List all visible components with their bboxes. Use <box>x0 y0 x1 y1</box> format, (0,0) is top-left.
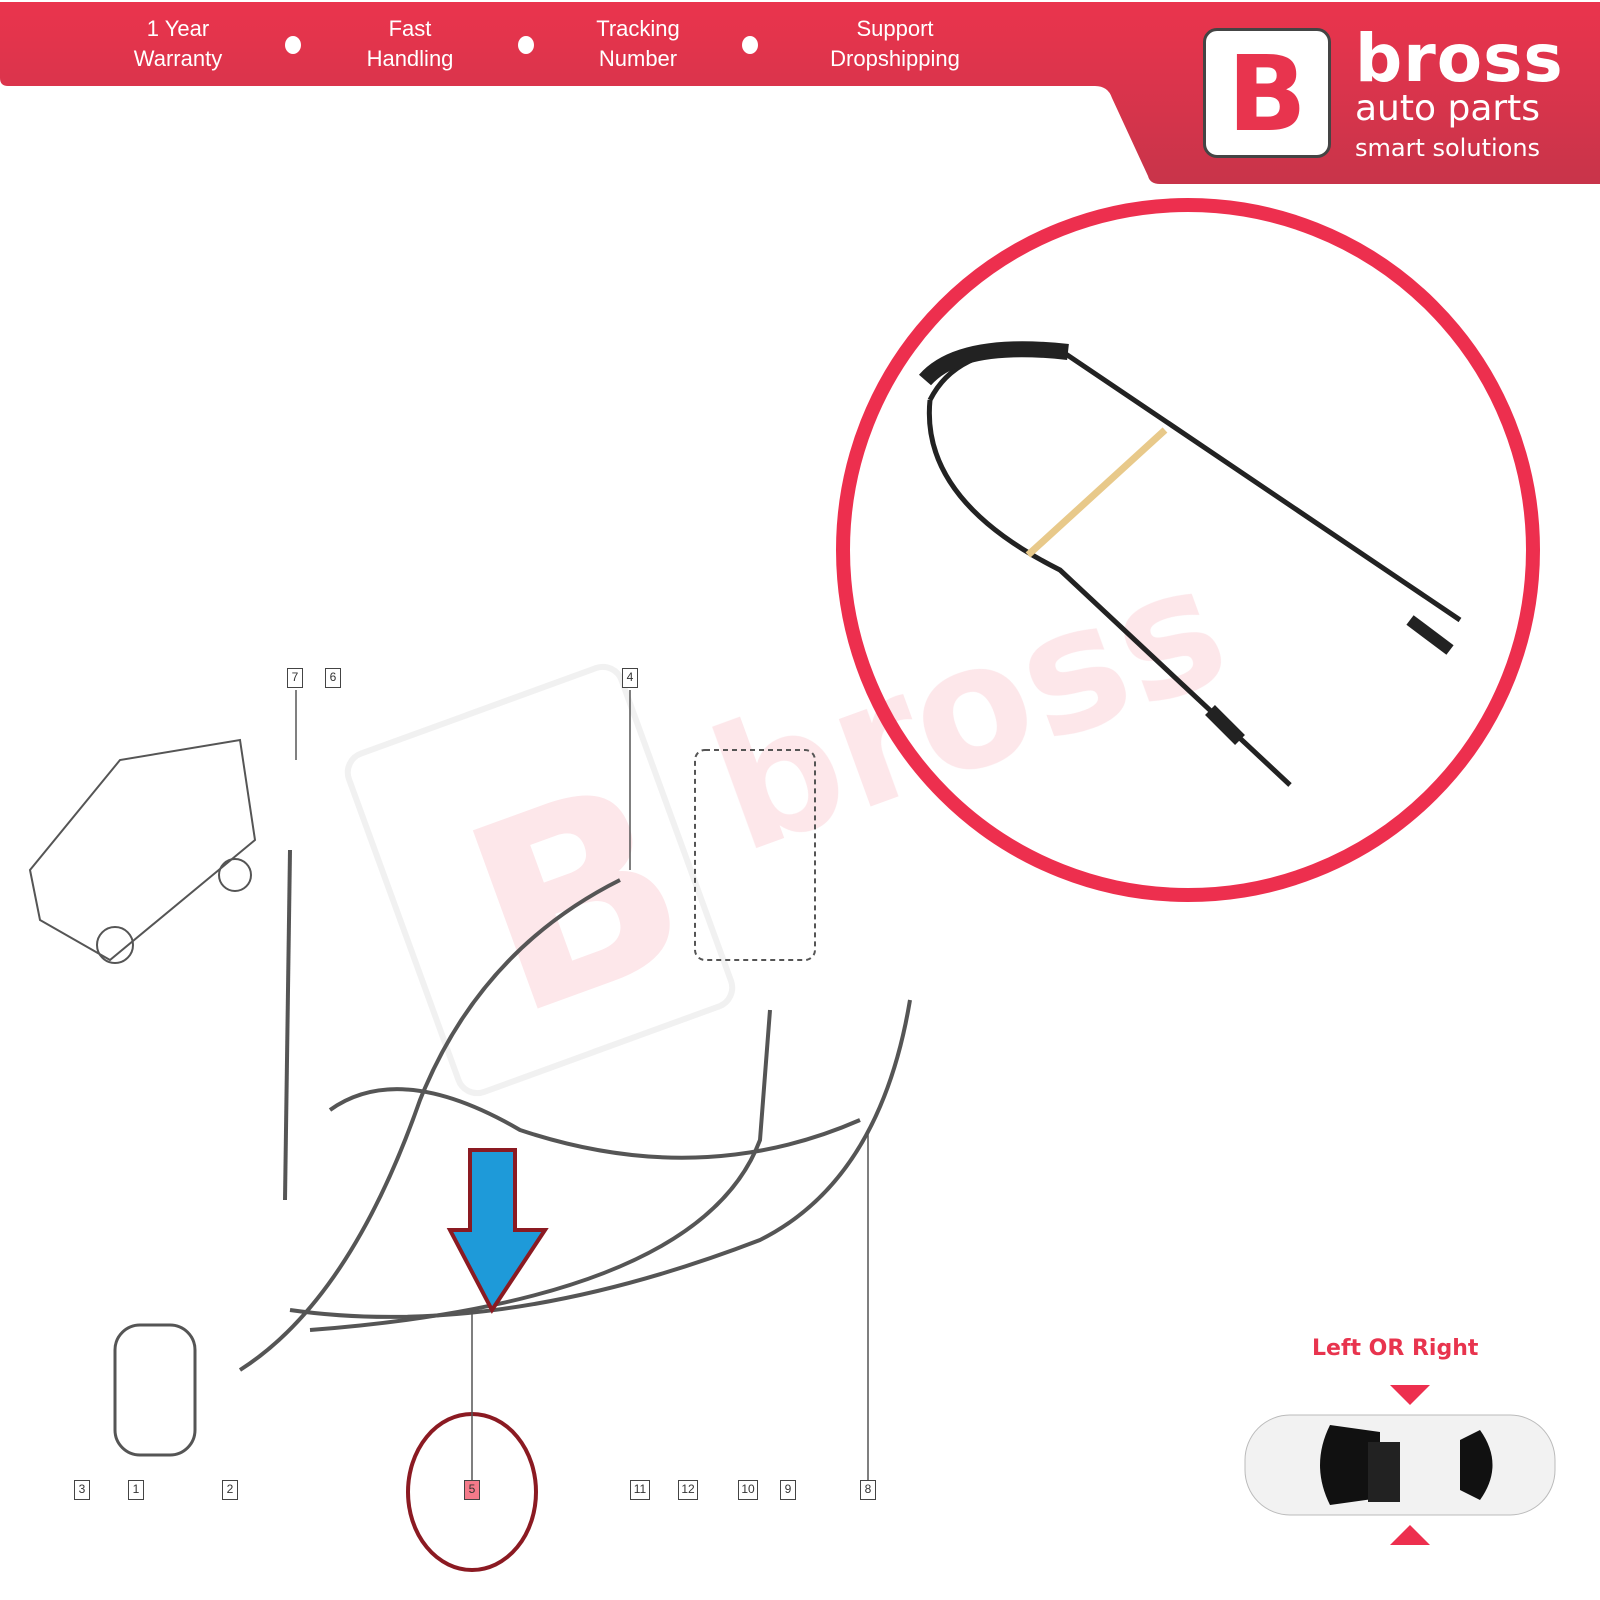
door-cables <box>238 849 912 1372</box>
part-label: 11 <box>630 1480 650 1500</box>
parts-diagram: B bross <box>28 198 1540 1572</box>
feature-line: Number <box>598 46 678 71</box>
brand-name: bross <box>1355 20 1564 97</box>
brand-sub: auto parts <box>1355 88 1541 129</box>
bullet-dot <box>518 36 534 54</box>
watermark: B bross <box>344 526 1250 1097</box>
brand-tagline: smart solutions <box>1355 134 1541 162</box>
part-label: 12 <box>678 1480 698 1500</box>
feature-line: Dropshipping <box>830 46 960 71</box>
side-indicator-label: Left OR Right <box>1312 1336 1479 1361</box>
feature-line: Support <box>856 16 934 41</box>
part-label: 1 <box>128 1480 144 1500</box>
feature-line: Handling <box>366 46 454 71</box>
leader-lines <box>295 690 869 1480</box>
feature-line: 1 Year <box>146 16 210 41</box>
lock-mechanism <box>694 749 816 961</box>
header-banner <box>0 2 1600 184</box>
part-label: 6 <box>325 668 341 688</box>
feature-line: Warranty <box>133 46 223 71</box>
part-label: 8 <box>860 1480 876 1500</box>
part-label: 7 <box>287 668 303 688</box>
feature-line: Fast <box>388 16 432 41</box>
part-label: 9 <box>780 1480 796 1500</box>
car-top-view-icon <box>1244 1385 1556 1545</box>
part-label-highlighted: 5 <box>464 1480 480 1500</box>
bullet-dot <box>742 36 758 54</box>
part-label: 10 <box>738 1480 758 1500</box>
product-cable-circle <box>836 198 1540 902</box>
feature-line: Tracking <box>596 16 680 41</box>
blue-arrow-icon <box>446 1148 549 1314</box>
part-label: 2 <box>222 1480 238 1500</box>
van-illustration <box>28 738 257 964</box>
svg-text:B: B <box>433 723 723 1075</box>
handle <box>113 1323 197 1457</box>
part-label: 3 <box>74 1480 90 1500</box>
part-label: 4 <box>622 668 638 688</box>
logo-b-icon: B <box>1203 28 1331 158</box>
svg-text:bross: bross <box>689 526 1250 892</box>
bullet-dot <box>285 36 301 54</box>
